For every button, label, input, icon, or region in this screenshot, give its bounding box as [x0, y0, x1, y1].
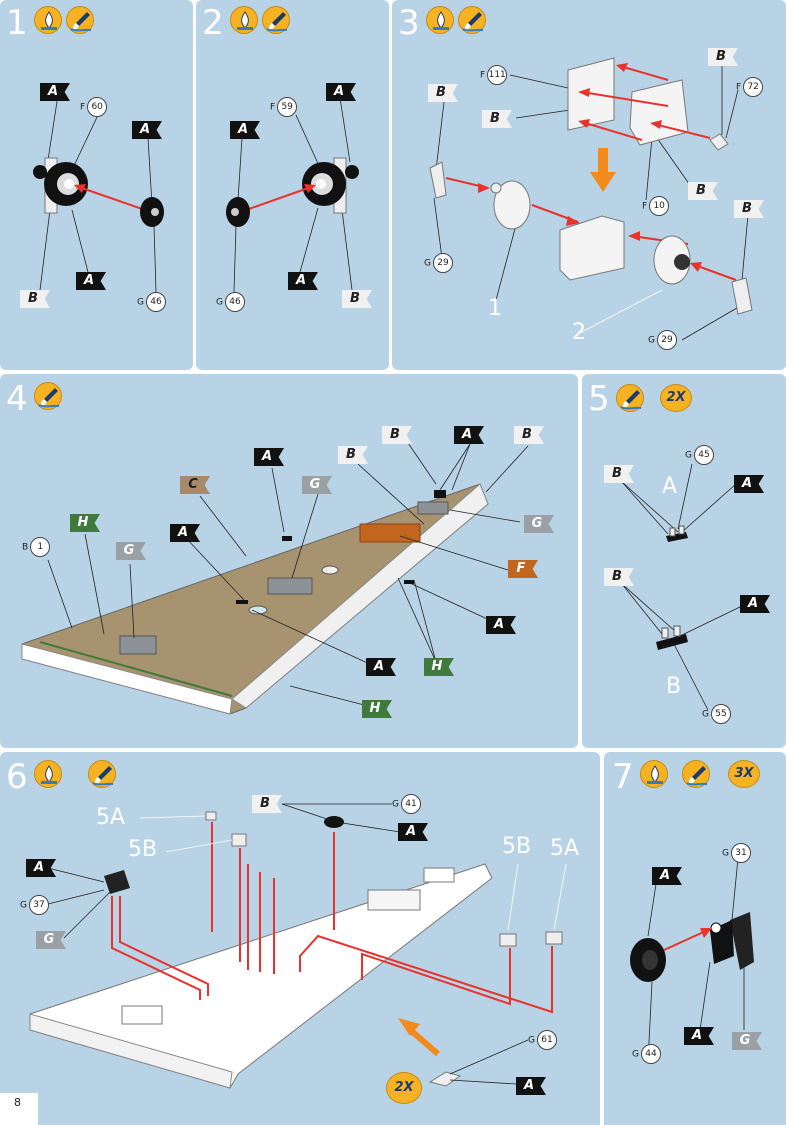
- step-1-drawing: [0, 0, 193, 370]
- sub-assembly-label: 5A: [96, 807, 125, 829]
- step-6-panel: 6: [0, 752, 600, 1125]
- step-6-deck-drawing: [0, 752, 600, 1125]
- step-3-panel: 3: [392, 0, 786, 370]
- sub-assembly-label: A: [662, 476, 677, 498]
- step-5-drawing: [582, 374, 786, 748]
- step-4-deck-drawing: [0, 374, 578, 748]
- sub-assembly-label: 5A: [550, 838, 579, 860]
- sub-assembly-label: 1: [488, 298, 502, 320]
- page-number: 8: [0, 1093, 38, 1125]
- sub-assembly-label: 2: [572, 322, 586, 344]
- sub-assembly-label: 5B: [128, 839, 157, 861]
- quantity-badge: 2X: [386, 1072, 422, 1104]
- sub-assembly-label: B: [666, 676, 681, 698]
- sub-assembly-label: 5B: [502, 836, 531, 858]
- step-7-drawing: [604, 752, 786, 1125]
- step-2-drawing: [196, 0, 389, 370]
